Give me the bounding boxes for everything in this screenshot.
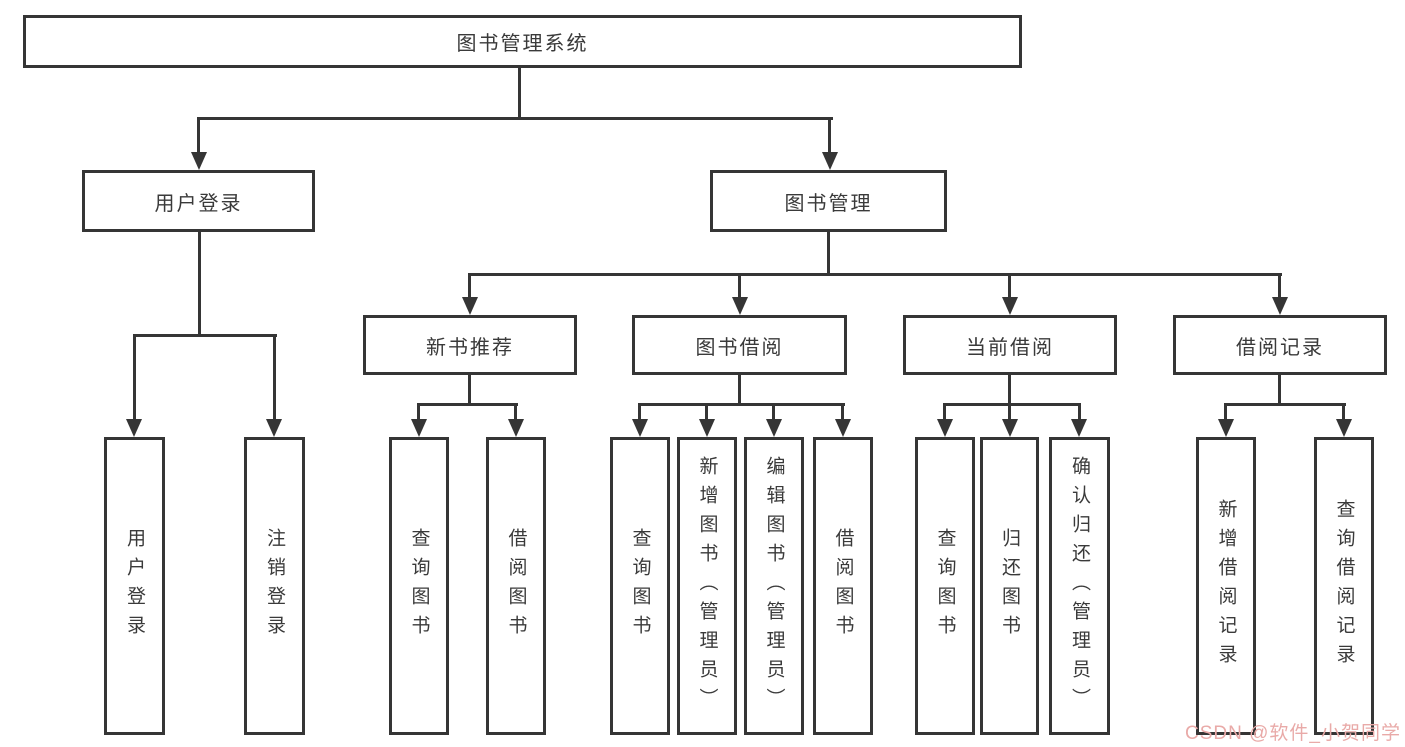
node-label: 新书推荐 (426, 336, 514, 359)
node-label: 借阅记录 (1236, 336, 1324, 359)
connector-line (705, 403, 708, 424)
connector-line (197, 117, 833, 120)
arrow-down-icon (1002, 419, 1018, 437)
node-root: 图书管理系统 (23, 15, 1022, 68)
node-label: 图书借阅 (695, 336, 784, 359)
connector-line (827, 232, 830, 276)
arrow-down-icon (732, 297, 748, 315)
leaf-query-books-3: 查询图书 (915, 437, 975, 735)
node-label: 注销登录 (264, 528, 285, 644)
connector-line (943, 403, 946, 424)
arrow-down-icon (1336, 419, 1352, 437)
connector-line (1224, 403, 1346, 406)
node-label: 用户登录 (124, 528, 145, 644)
node-label: 借阅图书 (505, 528, 527, 644)
node-label: 当前借阅 (966, 336, 1054, 359)
leaf-add-borrow-record: 新增借阅记录 (1196, 437, 1256, 735)
node-label: 图书管理系统 (456, 33, 589, 55)
node-label: 图书管理 (784, 192, 873, 215)
connector-line (1008, 375, 1011, 406)
arrow-down-icon (266, 419, 282, 437)
arrow-down-icon (411, 419, 427, 437)
arrow-down-icon (1218, 419, 1234, 437)
arrow-down-icon (508, 419, 524, 437)
connector-line (417, 403, 518, 406)
arrow-down-icon (835, 419, 851, 437)
leaf-borrow-books-1: 借阅图书 (486, 437, 546, 735)
leaf-query-borrow-record: 查询借阅记录 (1314, 437, 1374, 735)
connector-line (1342, 403, 1345, 424)
leaf-borrow-books-2: 借阅图书 (813, 437, 873, 735)
arrow-down-icon (126, 419, 142, 437)
connector-line (514, 403, 517, 424)
arrow-down-icon (937, 419, 953, 437)
node-book-borrow: 图书借阅 (632, 315, 847, 375)
arrow-down-icon (632, 419, 648, 437)
arrow-down-icon (822, 152, 838, 170)
connector-line (133, 334, 277, 337)
connector-line (1224, 403, 1227, 424)
connector-line (841, 403, 844, 424)
connector-line (468, 273, 1282, 276)
connector-line (1008, 273, 1011, 302)
connector-line (1278, 375, 1281, 406)
connector-line (197, 117, 200, 157)
connector-line (638, 403, 641, 424)
connector-line (1008, 403, 1011, 424)
leaf-confirm-return-admin: 确认归还（管理员） (1049, 437, 1110, 735)
leaf-add-books-admin: 新增图书（管理员） (677, 437, 737, 735)
node-label: 查询借阅记录 (1333, 499, 1355, 673)
arrow-down-icon (1272, 297, 1288, 315)
node-label: 查询图书 (934, 528, 956, 644)
leaf-logout: 注销登录 (244, 437, 305, 735)
leaf-query-books-2: 查询图书 (610, 437, 670, 735)
arrow-down-icon (766, 419, 782, 437)
connector-line (133, 334, 136, 424)
arrow-down-icon (1002, 297, 1018, 315)
node-label: 查询图书 (629, 528, 651, 644)
connector-line (828, 117, 831, 157)
connector-line (468, 273, 471, 302)
node-user-login: 用户登录 (82, 170, 315, 232)
leaf-return-books: 归还图书 (980, 437, 1039, 735)
connector-line (1078, 403, 1081, 424)
node-borrow-records: 借阅记录 (1173, 315, 1387, 375)
leaf-user-login: 用户登录 (104, 437, 165, 735)
node-label: 用户登录 (154, 192, 243, 215)
arrow-down-icon (191, 152, 207, 170)
arrow-down-icon (462, 297, 478, 315)
connector-line (468, 375, 471, 406)
leaf-query-books-1: 查询图书 (389, 437, 449, 735)
connector-line (943, 403, 1081, 406)
connector-line (518, 68, 521, 120)
connector-line (417, 403, 420, 424)
connector-line (738, 273, 741, 302)
node-label: 新增借阅记录 (1215, 499, 1237, 673)
connector-line (1278, 273, 1281, 302)
arrow-down-icon (1071, 419, 1087, 437)
connector-line (772, 403, 775, 424)
node-label: 借阅图书 (832, 528, 854, 644)
leaf-edit-books-admin: 编辑图书（管理员） (744, 437, 804, 735)
connector-line (738, 375, 741, 406)
node-label: 新增图书（管理员） (696, 455, 718, 717)
node-book-management: 图书管理 (710, 170, 947, 232)
node-current-borrow: 当前借阅 (903, 315, 1117, 375)
connector-line (638, 403, 845, 406)
csdn-watermark: CSDN @软件_小贺同学 (1185, 723, 1401, 744)
node-new-book-recommend: 新书推荐 (363, 315, 577, 375)
arrow-down-icon (699, 419, 715, 437)
node-label: 编辑图书（管理员） (763, 455, 785, 717)
connector-line (273, 334, 276, 424)
node-label: 确认归还（管理员） (1069, 455, 1090, 717)
node-label: 查询图书 (408, 528, 430, 644)
node-label: 归还图书 (999, 528, 1020, 644)
connector-line (198, 232, 201, 337)
